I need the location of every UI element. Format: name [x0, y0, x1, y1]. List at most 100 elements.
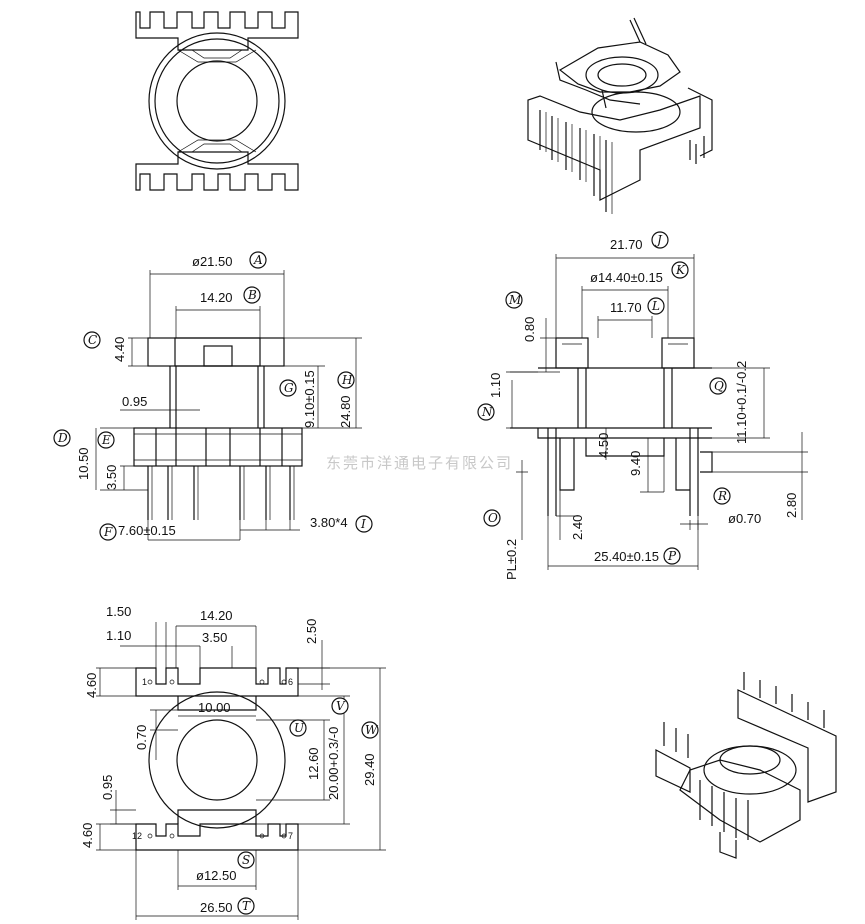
dim-250-text: 2.50 [304, 619, 319, 644]
bottom-view-drawing [96, 622, 386, 920]
dim-070-text: 0.70 [134, 725, 149, 750]
svg-text:Q: Q [714, 379, 724, 393]
dim-b-text: 14.20 [200, 290, 233, 305]
svg-text:O: O [488, 511, 498, 525]
svg-text:W: W [365, 723, 379, 737]
svg-text:N: N [481, 405, 493, 419]
tag-d: D [53, 429, 71, 447]
svg-text:G: G [284, 381, 294, 395]
dim-240-text: 2.40 [570, 515, 585, 540]
svg-text:H: H [341, 373, 353, 387]
tag-l: L [647, 297, 665, 315]
dim-i-text: 3.80*4 [310, 515, 348, 530]
tag-r: R [713, 487, 731, 505]
svg-text:B: B [247, 288, 257, 302]
dim-m-text: 0.80 [522, 317, 537, 342]
tag-h: H [337, 371, 355, 389]
tag-u: U [289, 719, 307, 737]
dim-350-text: 3.50 [202, 630, 227, 645]
side-view-drawing [506, 254, 808, 570]
dim-p-text: 25.40±0.15 [594, 549, 659, 564]
dim-095-text: 0.95 [100, 775, 115, 800]
tag-a: A [249, 251, 267, 269]
dim-1000-text: 10.00 [198, 700, 231, 715]
tag-f: F [99, 523, 117, 541]
dim-w-text: 29.40 [362, 753, 377, 786]
tag-p: P [663, 547, 681, 565]
tag-e: E [97, 431, 115, 449]
tag-w: W [361, 721, 379, 739]
pin-1-label: 1 [142, 677, 147, 687]
dim-940-text: 9.40 [628, 451, 643, 476]
svg-text:T: T [242, 899, 251, 913]
dim-a-text: ø21.50 [192, 254, 232, 269]
dim-460a-text: 4.60 [84, 673, 99, 698]
dim-u-text: 12.60 [306, 747, 321, 780]
pin-7-label: 7 [288, 831, 293, 841]
svg-text:S: S [242, 853, 250, 867]
front-view-drawing [95, 270, 362, 541]
dim-c-text: 4.40 [112, 337, 127, 362]
tag-b: B [243, 286, 261, 304]
dim-q-text: 11.10+0.1/-0.2 [734, 361, 749, 444]
svg-text:C: C [88, 333, 97, 347]
svg-text:E: E [101, 433, 111, 447]
dim-l-text: 11.70 [610, 300, 642, 315]
dim-460b-text: 4.60 [80, 823, 95, 848]
dim-h-text: 24.80 [338, 395, 353, 428]
dim-g-text: 9.10±0.15 [302, 370, 317, 428]
dim-d-text: 10.50 [76, 447, 91, 480]
bottom-view-dims: 1.50 1.10 14.20 3.50 2.50 4.60 10.00 0.7… [80, 604, 377, 915]
dim-e-text: 3.50 [104, 465, 119, 490]
dim-r-text: ø0.70 [728, 511, 761, 526]
tag-k: K [671, 261, 689, 279]
dim-n-text: 1.10 [488, 373, 503, 398]
svg-text:A: A [253, 253, 263, 267]
isometric-view-top [527, 17, 713, 214]
circle-tags: A B C D E F G H I J K L M N O P Q R S T … [53, 231, 731, 915]
dim-150-text: 1.50 [106, 604, 131, 619]
pin-6-label: 6 [288, 677, 293, 687]
dim-v-text: 20.00+0.3/-0 [326, 727, 341, 800]
tag-j: J [651, 231, 669, 249]
svg-text:I: I [360, 517, 366, 531]
pin-12-label: 12 [132, 831, 142, 841]
dim-t-text: 26.50 [200, 900, 233, 915]
svg-text:P: P [667, 549, 677, 563]
company-watermark: 东莞市洋通电子有限公司 [326, 454, 513, 472]
tag-o: O [483, 509, 501, 527]
dim-s-text: ø12.50 [196, 868, 236, 883]
dim-1420-text: 14.20 [200, 608, 233, 623]
tag-i: I [355, 515, 373, 533]
tag-n: N [477, 403, 495, 421]
tag-v: V [331, 697, 349, 715]
front-view-dims: ø21.50 14.20 4.40 10.50 3.50 7.60±0.15 9… [76, 254, 353, 538]
dim-450-text: 4.50 [596, 433, 611, 458]
svg-text:U: U [294, 721, 305, 735]
svg-text:R: R [717, 489, 727, 503]
dim-110-text: 1.10 [106, 628, 131, 643]
tag-c: C [83, 331, 101, 349]
dim-j-text: 21.70 [610, 237, 643, 252]
svg-text:D: D [57, 431, 68, 445]
svg-text:L: L [651, 299, 660, 313]
top-view-drawing [135, 11, 299, 191]
svg-text:J: J [654, 233, 663, 247]
tag-q: Q [709, 377, 727, 395]
svg-text:K: K [675, 263, 686, 277]
dim-k-text: ø14.40±0.15 [590, 270, 663, 285]
tag-m: M [505, 291, 523, 309]
dim-f-text: 7.60±0.15 [118, 523, 176, 538]
side-view-dims: 21.70 ø14.40±0.15 11.70 0.80 1.10 PL±0.2… [488, 237, 799, 580]
tag-t: T [237, 897, 255, 915]
dim-o-text: PL±0.2 [504, 539, 519, 580]
svg-text:V: V [336, 699, 346, 713]
dim-280-text: 2.80 [784, 493, 799, 518]
tag-g: G [279, 379, 297, 397]
isometric-view-bottom [655, 672, 837, 859]
svg-text:M: M [508, 293, 522, 307]
tag-s: S [237, 851, 255, 869]
dim-gap-text: 0.95 [122, 394, 147, 409]
svg-text:F: F [103, 525, 113, 539]
